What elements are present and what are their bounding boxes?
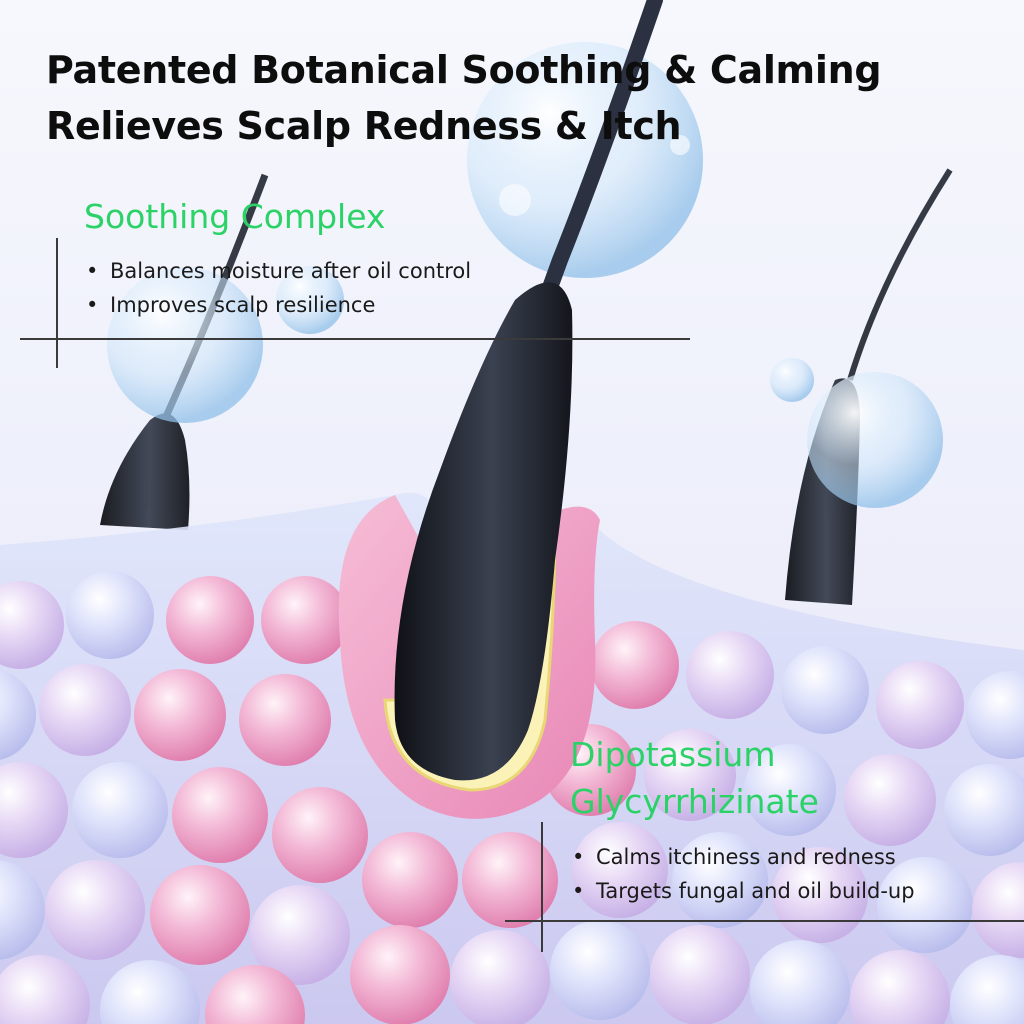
soothing-complex-bullets: Balances moisture after oil control Impr…	[84, 254, 471, 322]
headline-line-1: Patented Botanical Soothing & Calming	[46, 48, 882, 92]
headline-line-2: Relieves Scalp Redness & Itch	[46, 104, 682, 148]
main-hair-bulb	[394, 282, 573, 781]
dipotassium-bullets: Calms itchiness and redness Targets fung…	[570, 840, 915, 908]
headline: Patented Botanical Soothing & Calming Re…	[46, 42, 882, 154]
dipotassium-title-line-1: Dipotassium	[570, 735, 776, 774]
list-item: Targets fungal and oil build-up	[570, 874, 915, 908]
divider-vertical	[56, 238, 58, 368]
divider-vertical	[541, 822, 543, 952]
list-item: Balances moisture after oil control	[84, 254, 471, 288]
list-item: Calms itchiness and redness	[570, 840, 915, 874]
divider-horizontal	[505, 920, 1024, 922]
list-item: Improves scalp resilience	[84, 288, 471, 322]
dipotassium-title-line-2: Glycyrrhizinate	[570, 782, 819, 821]
divider-horizontal	[20, 338, 690, 340]
soothing-complex-title: Soothing Complex	[84, 197, 386, 236]
